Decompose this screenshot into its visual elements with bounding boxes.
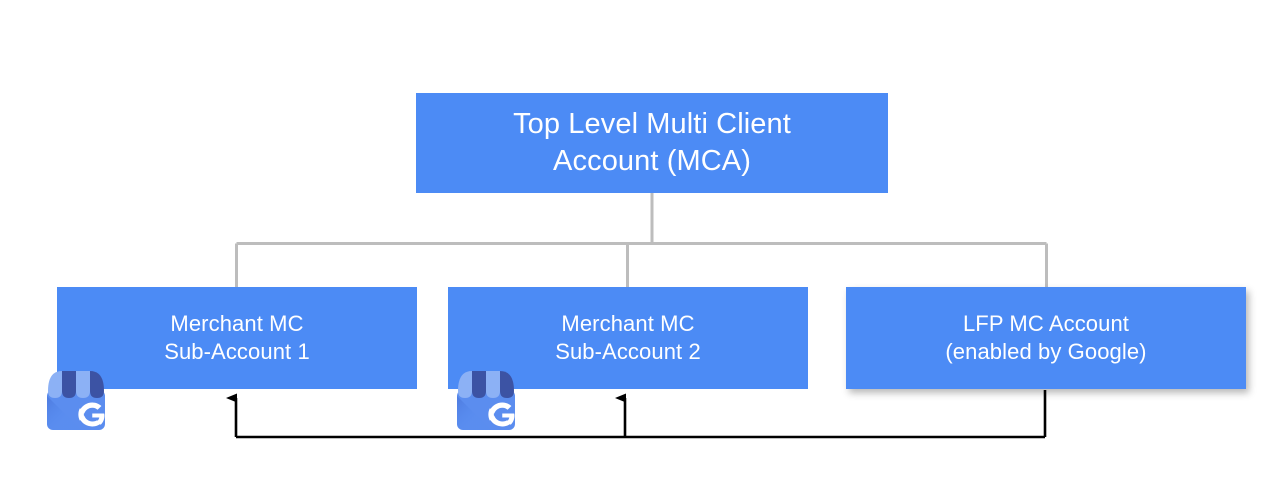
node-merchant-sub-account-2[interactable]: Merchant MC Sub-Account 2 [448,287,808,389]
node-top-level-mca-label: Top Level Multi Client Account (MCA) [513,107,791,177]
node-merchant-sub-account-1-label: Merchant MC Sub-Account 1 [164,310,310,364]
node-lfp-mc-account-label: LFP MC Account (enabled by Google) [945,310,1147,364]
node-top-level-mca[interactable]: Top Level Multi Client Account (MCA) [416,93,888,193]
google-business-storefront-icon [457,371,515,430]
node-lfp-mc-account[interactable]: LFP MC Account (enabled by Google) [846,287,1246,389]
node-merchant-sub-account-2-label: Merchant MC Sub-Account 2 [555,310,701,364]
node-merchant-sub-account-1[interactable]: Merchant MC Sub-Account 1 [57,287,417,389]
google-business-storefront-icon [47,371,105,430]
